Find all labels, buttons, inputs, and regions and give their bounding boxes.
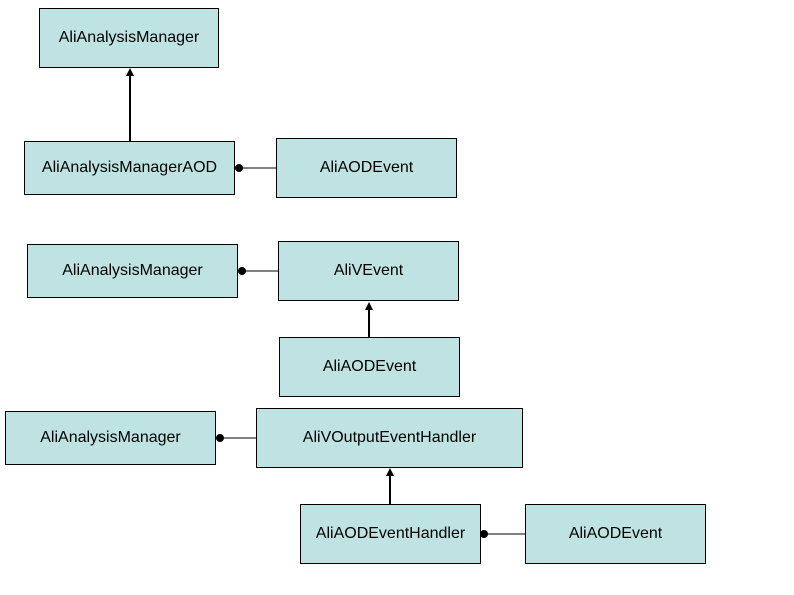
arrowhead-icon — [365, 302, 373, 310]
v-event-box: AliVEvent — [278, 241, 459, 301]
v-output-event-handler-box: AliVOutputEventHandler — [256, 408, 523, 468]
aod-event-handler-box: AliAODEventHandler — [300, 504, 481, 564]
association-dot-icon — [480, 530, 488, 538]
association-dot-icon — [235, 164, 243, 172]
arrowhead-icon — [126, 68, 134, 76]
analysis-manager-box: AliAnalysisManager — [39, 8, 219, 68]
aod-event-box: AliAODEvent — [276, 138, 457, 198]
aod-event-box: AliAODEvent — [279, 337, 460, 397]
analysis-manager-aod-box: AliAnalysisManagerAOD — [24, 141, 235, 195]
aod-event-box: AliAODEvent — [525, 504, 706, 564]
analysis-manager-box: AliAnalysisManager — [27, 244, 238, 298]
analysis-manager-box: AliAnalysisManager — [5, 411, 216, 465]
association-dot-icon — [238, 267, 246, 275]
arrowhead-icon — [386, 468, 394, 476]
association-dot-icon — [216, 434, 224, 442]
